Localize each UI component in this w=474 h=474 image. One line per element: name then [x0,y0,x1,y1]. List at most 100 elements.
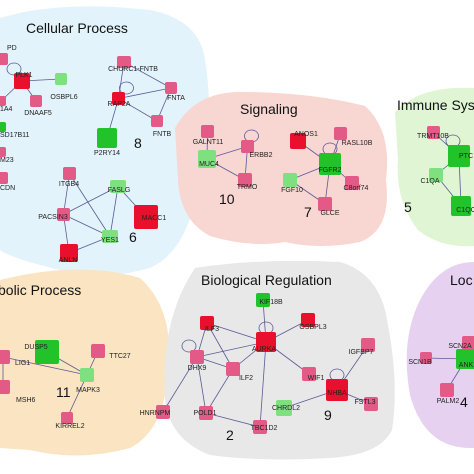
interaction-edge [196,356,207,414]
gene-node: FNTA [165,82,185,102]
gene-node: CHRDL2 [272,400,300,416]
gene-node: CHURC1-FNTB [108,56,158,73]
interaction-edge [63,186,119,215]
gene-node-box [0,172,8,184]
gene-node-box [364,397,378,411]
gene-label: FGFR2 [319,167,342,174]
gene-node-box [319,153,341,175]
gene-node: CDN [0,172,15,192]
gene-node: NHBA [326,379,348,401]
gene-node: P2RY14 [94,128,120,157]
gene-node-box [201,125,214,138]
gene-label: FGF10 [281,187,303,194]
gene-node: FNTB [151,115,171,138]
gene-label: LIG1 [15,360,30,367]
gene-node-box [241,140,254,153]
gene-node: FGF10 [281,173,303,194]
group-regions [0,6,474,460]
interaction-edge [69,173,111,237]
gene-label: WIF1 [308,375,325,382]
gene-node-box [0,53,8,65]
gene-node: ILF3 [200,316,219,333]
gene-node: OSBPL3 [299,313,327,331]
cluster-number: 8 [134,135,142,151]
gene-node-box [55,73,67,85]
gene-node-box [226,362,240,376]
gene-node-box [276,400,292,416]
gene-node-box [440,383,454,397]
gene-label: ERBB2 [250,152,273,159]
interaction-edge [123,61,172,89]
self-loop-edge [181,339,197,353]
gene-label: RASL10B [342,140,373,147]
gene-label: HNRNPM [140,410,171,417]
cluster-number: 6 [129,229,137,245]
gene-label: ILF2 [239,375,253,382]
group-title-bioreg: Biological Regulation [201,272,332,288]
gene-node: HNRNPM [140,405,171,419]
gene-label: ANOS1 [294,131,318,138]
gene-label: FNTB [153,131,172,138]
gene-node: AURKA [252,332,276,353]
gene-label: ITGB4 [59,181,79,188]
gene-node-box [200,316,214,330]
cluster-number: 2 [226,427,234,443]
gene-node: FSTL3 [354,397,378,411]
gene-node: RASL10B [334,127,373,147]
gene-node-box [253,420,267,434]
gene-label: TTC27 [109,353,131,360]
gene-node-box [97,128,117,148]
gene-node-box [318,197,332,211]
gene-node: SCN1B [408,352,432,366]
gene-node-box [451,196,471,216]
interaction-edge [205,368,234,414]
interaction-edge [66,374,88,419]
gene-label: TRMO [237,184,258,191]
group-titles: Cellular Process Signaling Immune Sys bo… [0,20,474,298]
gene-node: YES1 [101,230,119,244]
gene-label: ILF3 [205,326,219,333]
gene-label: MAPK3 [76,387,100,394]
gene-node: C1QA [420,168,443,185]
gene-node-box [256,332,276,352]
interaction-edge [109,186,119,237]
gene-label: SCN2A [448,343,472,350]
gene-node: TBC1D2 [251,420,278,434]
gene-node-box [156,405,170,419]
gene-node: C8orf74 [344,176,369,192]
gene-node: FGFR2 [319,153,342,175]
gene-node-box [30,95,42,107]
gene-label: C1QA [420,178,439,185]
group-region-loc [406,262,474,449]
gene-node: MACC1 [134,205,166,229]
gene-node-box [35,340,59,364]
gene-node-box [301,313,315,327]
gene-label: PACSIN3 [38,214,68,221]
gene-node-box [80,368,94,382]
gene-node-box [302,367,316,381]
gene-label: 1A4 [0,106,13,113]
gene-label: FSTL3 [354,399,375,406]
gene-node: FASLG [108,180,130,194]
gene-label: PLK1 [15,72,32,79]
group-title-cellular: Cellular Process [26,20,128,36]
gene-node: M23 [0,147,14,164]
gene-label: MACC1 [142,215,167,222]
group-region-bioreg [164,260,395,460]
gene-node-box [326,379,348,401]
gene-node: DNAAF5 [24,95,52,117]
gene-label: MUC4 [199,161,219,168]
gene-label: DUSP5 [24,344,47,351]
gene-label: KIRREL2 [55,423,84,430]
gene-node-box [134,205,158,229]
gene-node-box [63,167,76,180]
gene-node: TRMO [237,173,258,191]
group-title-loc: Loc [450,272,473,288]
gene-node-box [361,338,375,352]
gene-node: PD [0,45,17,65]
gene-node: MUC4 [198,150,219,168]
gene-node-box [0,147,6,157]
cluster-number: 11 [56,384,71,400]
gene-node: RAP2A [108,92,131,108]
